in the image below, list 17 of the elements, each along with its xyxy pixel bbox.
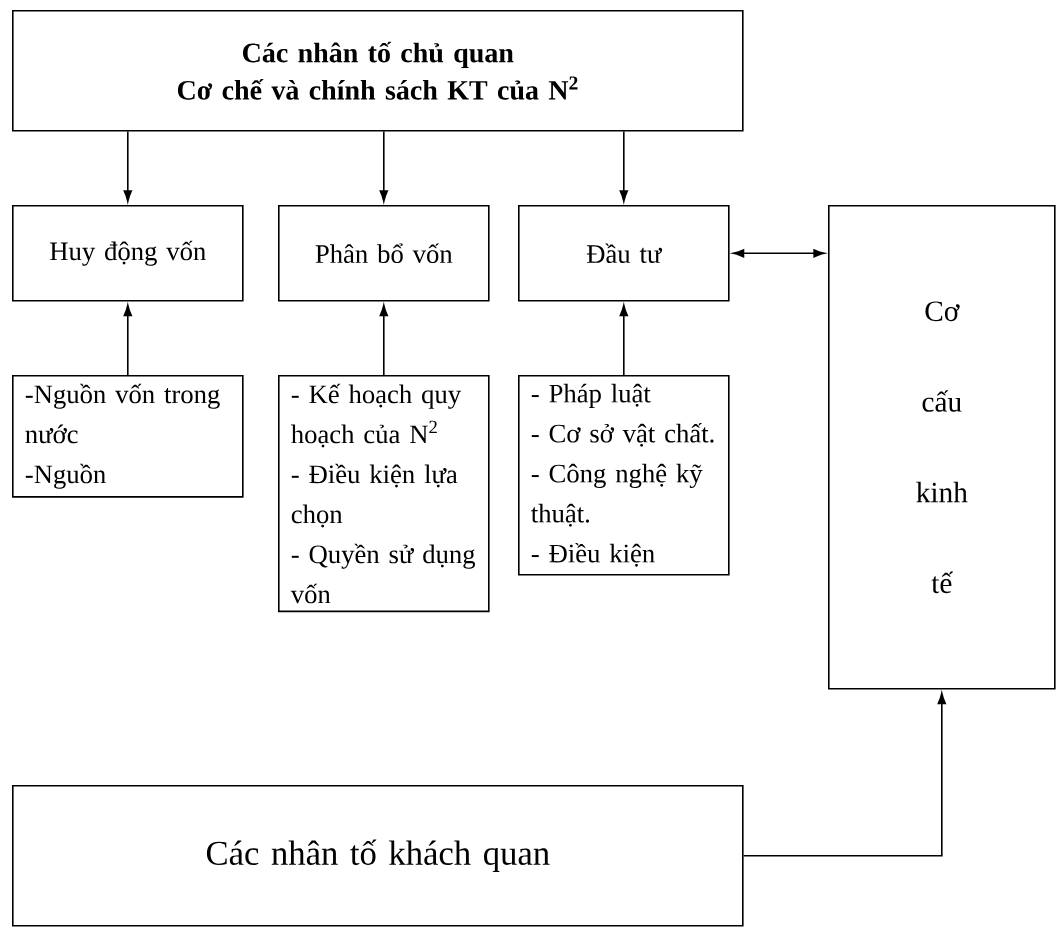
factor-list-box: -Nguồn vốn trong nước -Nguồn — [12, 375, 244, 498]
process-box: Đầu tư — [518, 205, 730, 302]
factor-box: Các nhân tố khách quan — [12, 785, 744, 927]
arrow — [732, 249, 825, 258]
arrow — [742, 692, 946, 857]
factor-list-box: - Pháp luật - Cơ sở vật chất. - Công nghệ kỹ thuật. - Điều kiện — [518, 375, 730, 576]
arrow — [379, 304, 388, 376]
process-box: Huy động vốn — [12, 205, 244, 302]
arrow — [123, 130, 132, 202]
arrow — [619, 130, 628, 202]
process-box: Phân bổ vốn — [278, 205, 490, 302]
result-box: Cơ cấu kinh tế — [828, 205, 1056, 690]
arrow — [379, 130, 388, 202]
arrow — [619, 304, 628, 376]
heading-box: Các nhân tố chủ quan Cơ chế và chính sách KT của N$^{2}$ — [12, 10, 744, 132]
factor-list-box: - Kế hoạch quy hoạch của N$^{2}$ - Điều kiện lựa chọn - Quyền sử dụng vốn — [278, 375, 490, 613]
arrow — [123, 304, 132, 376]
